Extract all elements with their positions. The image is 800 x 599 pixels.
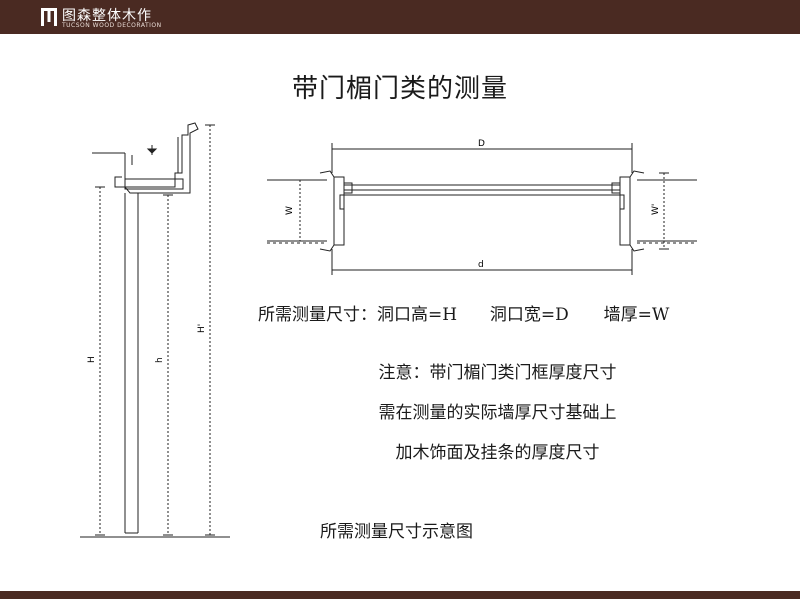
brand-tagline: TUCSON WOOD DECORATION <box>62 22 162 29</box>
brand-name: 图森整体木作 <box>62 8 152 24</box>
requirement-width: 洞口宽=D <box>489 305 569 325</box>
header-bar: 图森整体木作 TUCSON WOOD DECORATION <box>0 0 800 34</box>
dim-label-H: H <box>87 356 97 363</box>
side-section-diagram: H h H' <box>80 122 230 538</box>
note-line-1: 注意：带门楣门类门框厚度尺寸 <box>378 363 617 383</box>
plan-view-diagram: D d W W' <box>267 139 697 275</box>
requirements-label: 所需测量尺寸： <box>258 305 377 325</box>
measurement-requirements: 所需测量尺寸：洞口高=H 洞口宽=D 墙厚=W <box>258 300 669 325</box>
dim-label-d: d <box>478 260 484 270</box>
page-title: 带门楣门类的测量 <box>291 74 508 104</box>
requirement-wall: 墙厚=W <box>603 305 670 325</box>
dim-label-D: D <box>478 139 485 149</box>
footer-bar <box>0 591 800 599</box>
dim-label-H-prime: H' <box>197 324 207 333</box>
diagram-caption: 所需测量尺寸示意图 <box>320 522 473 542</box>
requirement-height: 洞口高=H <box>377 305 458 325</box>
dim-label-W-prime: W' <box>651 204 661 215</box>
tucson-logo-icon <box>41 8 57 26</box>
dim-label-W: W <box>285 206 295 215</box>
note-line-2: 需在测量的实际墙厚尺寸基础上 <box>378 403 617 423</box>
dim-label-h: h <box>155 357 165 363</box>
note-line-3: 加木饰面及挂条的厚度尺寸 <box>395 443 600 463</box>
